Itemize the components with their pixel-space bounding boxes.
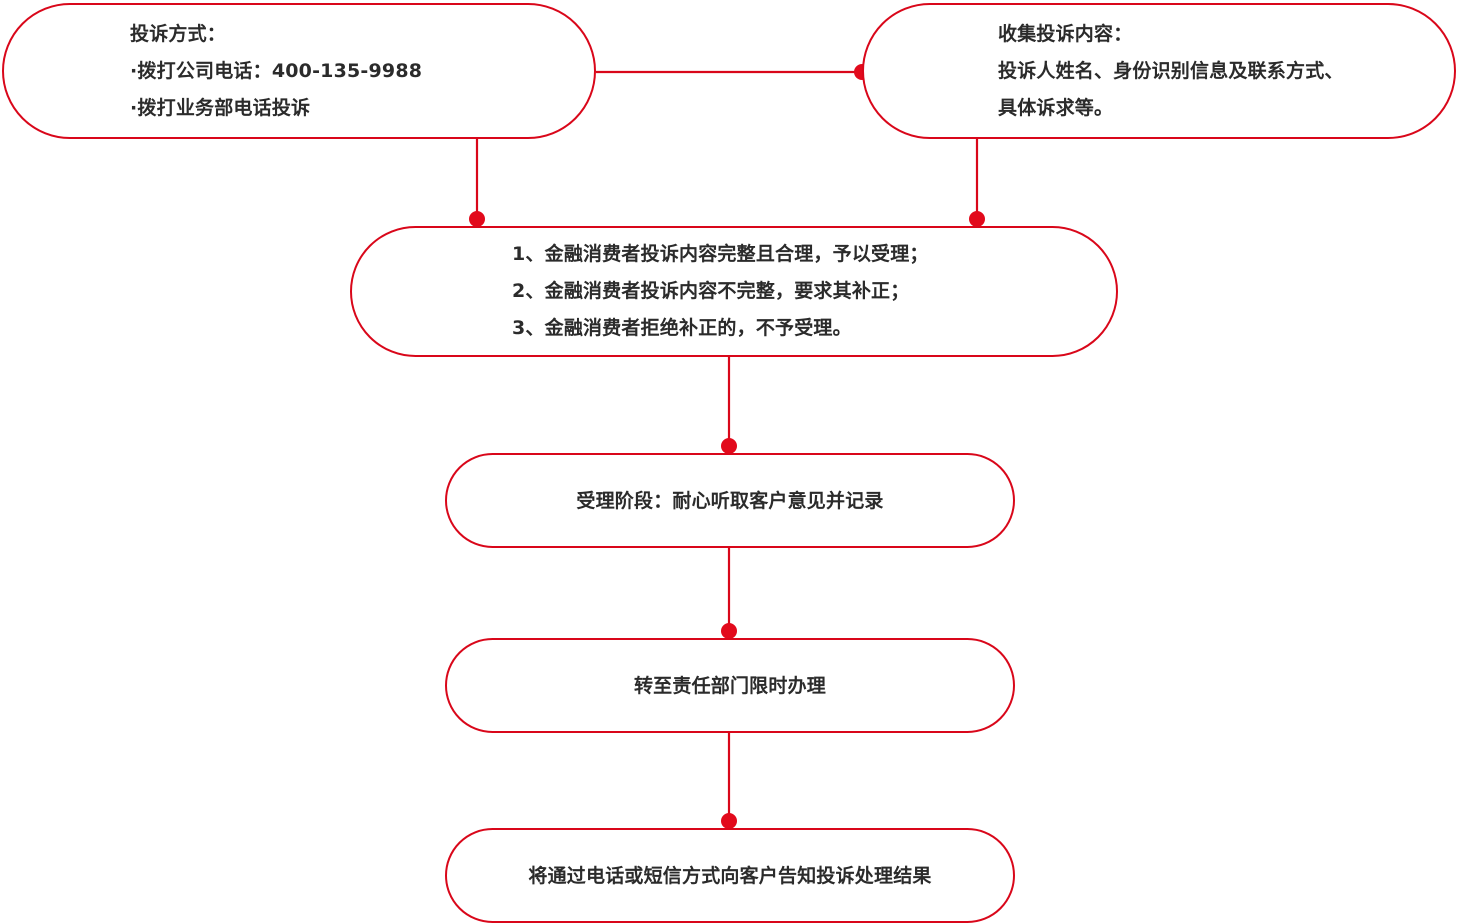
node-transfer-dept[interactable]: 转至责任部门限时办理 bbox=[445, 638, 1015, 733]
node-notify-result[interactable]: 将通过电话或短信方式向客户告知投诉处理结果 bbox=[445, 828, 1015, 923]
node-acceptance-rules[interactable]: 1、金融消费者投诉内容完整且合理，予以受理； 2、金融消费者投诉内容不完整，要求… bbox=[350, 226, 1118, 357]
node-acceptance-stage-text: 受理阶段：耐心听取客户意见并记录 bbox=[576, 489, 884, 512]
connector-transfer-to-notify bbox=[721, 733, 737, 829]
node-acceptance-rules-text: 1、金融消费者投诉内容完整且合理，予以受理； 2、金融消费者投诉内容不完整，要求… bbox=[512, 243, 929, 339]
node-collect-content[interactable]: 收集投诉内容： 投诉人姓名、身份识别信息及联系方式、 具体诉求等。 bbox=[862, 3, 1456, 139]
connector-collect-to-rules bbox=[969, 139, 985, 227]
node-complaint-channels[interactable]: 投诉方式： ·拨打公司电话：400-135-9988 ·拨打业务部电话投诉 bbox=[2, 3, 596, 139]
node-acceptance-stage[interactable]: 受理阶段：耐心听取客户意见并记录 bbox=[445, 453, 1015, 548]
node-transfer-dept-text: 转至责任部门限时办理 bbox=[633, 674, 826, 697]
connector-channels-to-collect bbox=[596, 64, 870, 80]
connector-stage-to-transfer bbox=[721, 548, 737, 639]
connector-channels-to-rules bbox=[469, 139, 485, 227]
node-complaint-channels-text: 投诉方式： ·拨打公司电话：400-135-9988 ·拨打业务部电话投诉 bbox=[130, 22, 423, 119]
node-notify-result-text: 将通过电话或短信方式向客户告知投诉处理结果 bbox=[528, 864, 932, 887]
connector-rules-to-stage bbox=[721, 357, 737, 454]
node-collect-content-text: 收集投诉内容： 投诉人姓名、身份识别信息及联系方式、 具体诉求等。 bbox=[998, 22, 1344, 119]
